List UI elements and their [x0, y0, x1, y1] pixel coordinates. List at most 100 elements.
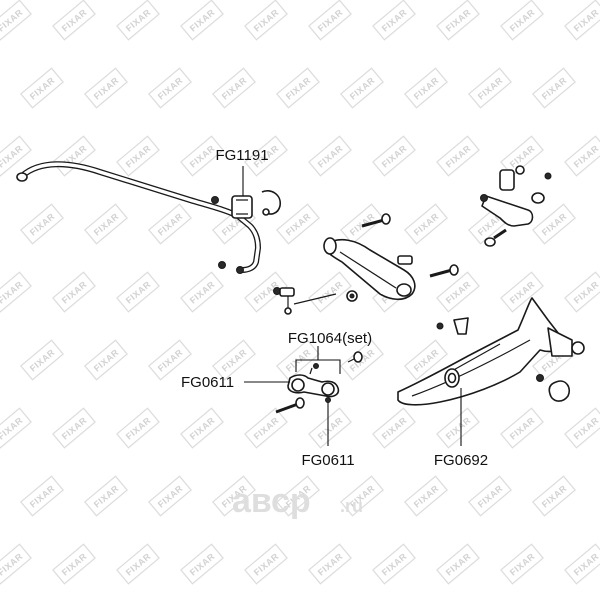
watermark-stamp: FIXAR: [500, 543, 544, 585]
watermark-stamp: FIXAR: [436, 0, 480, 41]
watermark-text: FIXAR: [28, 347, 57, 374]
watermark-text: FIXAR: [316, 551, 345, 578]
watermark-text: FIXAR: [92, 483, 121, 510]
watermark-text: FIXAR: [508, 551, 537, 578]
watermark-stamp: FIXAR: [0, 0, 32, 41]
watermark-text: FIXAR: [284, 75, 313, 102]
watermark-stamp: FIXAR: [404, 67, 448, 109]
bolt-upper: [361, 213, 391, 228]
watermark-stamp: FIXAR: [500, 407, 544, 449]
watermark-text: FIXAR: [572, 279, 600, 306]
watermark-text: FIXAR: [444, 7, 473, 34]
watermark-text: FIXAR: [188, 551, 217, 578]
watermark-stamp: FIXAR: [244, 0, 288, 41]
watermark-text: FIXAR: [316, 279, 345, 306]
watermark-stamp: FIXAR: [308, 543, 352, 585]
watermark-stamp: FIXAR: [500, 0, 544, 41]
watermark-stamp: FIXAR: [180, 407, 224, 449]
watermark-text: FIXAR: [476, 75, 505, 102]
watermark-stamp: FIXAR: [148, 203, 192, 245]
watermark-stamp: FIXAR: [532, 67, 576, 109]
site-logo-domain: .ru: [340, 496, 363, 516]
watermark-stamp: FIXAR: [532, 475, 576, 517]
watermark-stamp: FIXAR: [116, 271, 160, 313]
watermark-stamp: FIXAR: [116, 0, 160, 41]
watermark-text: FIXAR: [188, 7, 217, 34]
watermark-stamp: FIXAR: [116, 407, 160, 449]
watermark-text: FIXAR: [508, 7, 537, 34]
watermark-stamp: FIXAR: [564, 407, 600, 449]
watermark-stamp: FIXAR: [276, 67, 320, 109]
watermark-text: FIXAR: [156, 347, 185, 374]
watermark-text: FIXAR: [412, 75, 441, 102]
watermark-stamp: FIXAR: [372, 543, 416, 585]
callout-fg1191: FG1191: [215, 147, 268, 164]
bolt-lower: [275, 397, 305, 414]
watermark-text: FIXAR: [60, 415, 89, 442]
watermark-stamp: FIXAR: [212, 67, 256, 109]
watermark-stamp: FIXAR: [20, 339, 64, 381]
watermark-text: FIXAR: [252, 7, 281, 34]
watermark-text: FIXAR: [412, 347, 441, 374]
leader-lines: [242, 166, 462, 446]
watermark-stamp: FIXAR: [84, 339, 128, 381]
watermark-text: FIXAR: [380, 7, 409, 34]
watermark-stamp: FIXAR: [276, 203, 320, 245]
watermark-text: FIXAR: [252, 415, 281, 442]
watermark-stamp: FIXAR: [372, 135, 416, 177]
watermark-stamp: FIXAR: [180, 271, 224, 313]
watermark-stamp: FIXAR: [84, 203, 128, 245]
watermark-text: FIXAR: [28, 211, 57, 238]
watermark-stamp: FIXAR: [308, 0, 352, 41]
watermark-text: FIXAR: [60, 551, 89, 578]
watermark-stamp: FIXAR: [244, 543, 288, 585]
watermark-stamp: FIXAR: [84, 475, 128, 517]
watermark-stamp: FIXAR: [308, 407, 352, 449]
watermark-stamp: FIXAR: [0, 543, 32, 585]
watermark-stamp: FIXAR: [52, 407, 96, 449]
callout-fg0692: FG0692: [434, 452, 488, 469]
watermark-text: FIXAR: [444, 551, 473, 578]
watermark-stamp: FIXAR: [84, 67, 128, 109]
watermark-stamp: FIXAR: [436, 543, 480, 585]
watermark-text: FIXAR: [124, 7, 153, 34]
watermark-stamp: FIXAR: [436, 271, 480, 313]
watermark-stamp: FIXAR: [532, 203, 576, 245]
watermark-text: FIXAR: [284, 211, 313, 238]
watermark-stamp: FIXAR: [52, 543, 96, 585]
watermark-text: FIXAR: [572, 143, 600, 170]
watermark-stamp: FIXAR: [20, 475, 64, 517]
watermark-text: FIXAR: [60, 279, 89, 306]
watermark-text: FIXAR: [188, 143, 217, 170]
watermark-text: FIXAR: [316, 143, 345, 170]
upper-control-arm: [323, 237, 416, 301]
watermark-text: FIXAR: [220, 75, 249, 102]
watermark-text: FIXAR: [124, 551, 153, 578]
bolt-right: [484, 228, 507, 247]
watermark-stamp: FIXAR: [436, 135, 480, 177]
lower-link-set: [287, 351, 363, 403]
watermark-text: FIXAR: [380, 415, 409, 442]
watermark-text: FIXAR: [92, 211, 121, 238]
watermark-text: FIXAR: [348, 75, 377, 102]
watermark-text: FIXAR: [476, 483, 505, 510]
watermark-stamp: FIXAR: [404, 475, 448, 517]
watermark-text: FIXAR: [412, 483, 441, 510]
watermark-stamp: FIXAR: [52, 271, 96, 313]
callout-fg0611-bottom: FG0611: [301, 452, 354, 469]
watermark-text: FIXAR: [540, 211, 569, 238]
watermark-stamp: FIXAR: [404, 203, 448, 245]
watermark-text: FIXAR: [444, 415, 473, 442]
watermark-stamp: FIXAR: [564, 135, 600, 177]
watermark-stamp: FIXAR: [116, 135, 160, 177]
trailing-arm: [397, 297, 585, 406]
watermark-stamp: FIXAR: [52, 0, 96, 41]
watermark-stamp: FIXAR: [148, 475, 192, 517]
watermark-text: FIXAR: [380, 143, 409, 170]
watermark-text: FIXAR: [156, 211, 185, 238]
bolt-arm: [429, 264, 459, 278]
watermark-text: FIXAR: [156, 75, 185, 102]
watermark-text: FIXAR: [124, 279, 153, 306]
watermark-stamp: FIXAR: [0, 271, 32, 313]
watermark-stamp: FIXAR: [564, 543, 600, 585]
